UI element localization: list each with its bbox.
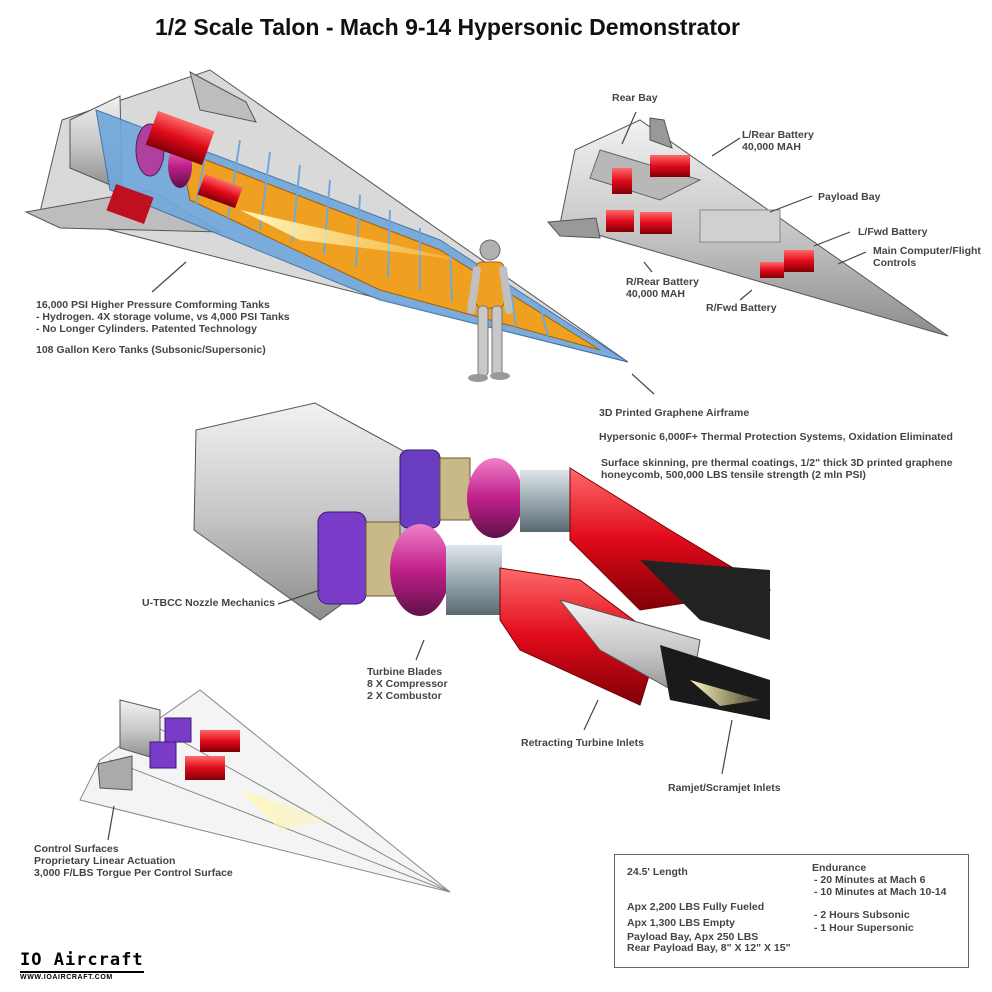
r-fwd-battery-label: R/Fwd Battery [706,302,777,314]
skinning-label: Surface skinning, pre thermal coatings, … [601,457,953,481]
bays-aircraft [546,117,949,337]
nozzle-label: U-TBCC Nozzle Mechanics [142,597,276,609]
wireframe-aircraft [79,689,451,893]
l-fwd-battery-label: L/Fwd Battery [858,226,928,238]
spec-fueled: Apx 2,200 LBS Fully Fueled [627,901,765,913]
ramjet-label: Ramjet/Scramjet Inlets [668,782,781,794]
main-computer-label: Main Computer/Flight Controls [873,245,981,269]
lower-engine [317,511,770,720]
spec-payload: Payload Bay, Apx 250 LBS [627,931,759,943]
leader-lines [107,111,867,841]
thermal-label: Hypersonic 6,000F+ Thermal Protection Sy… [599,431,953,443]
endurance-3: - 2 Hours Subsonic [814,909,910,921]
r-rear-battery-label: R/Rear Battery 40,000 MAH [626,276,699,300]
retracting-label: Retracting Turbine Inlets [521,737,644,749]
logo-name: IO Aircraft [20,950,144,970]
payload-bay-label: Payload Bay [818,191,881,203]
l-rear-battery-label: L/Rear Battery 40,000 MAH [742,129,814,153]
rear-bay-label: Rear Bay [612,92,658,104]
control-surfaces-label: Control Surfaces Proprietary Linear Actu… [34,843,233,879]
human-figure [467,239,513,382]
endurance-title: Endurance [812,862,867,874]
spec-rear-payload: Rear Payload Bay, 8" X 12" X 15" [627,942,791,954]
logo-url: WWW.IOAIRCRAFT.COM [20,971,144,981]
endurance-4: - 1 Hour Supersonic [814,922,914,934]
endurance-1: - 20 Minutes at Mach 6 [814,874,926,886]
upper-engine [399,449,772,640]
spec-length: 24.5' Length [627,866,688,878]
airframe-label: 3D Printed Graphene Airframe [599,407,750,419]
endurance-2: - 10 Minutes at Mach 10-14 [814,886,947,898]
spec-empty: Apx 1,300 LBS Empty [627,917,735,929]
kero-callout: 108 Gallon Kero Tanks (Subsonic/Superson… [36,344,266,356]
page-title: 1/2 Scale Talon - Mach 9-14 Hypersonic D… [155,14,740,40]
turbine-label: Turbine Blades 8 X Compressor 2 X Combus… [367,666,448,702]
engine-closeup [193,402,772,720]
spec-box [614,854,969,968]
tanks-callout: 16,000 PSI Higher Pressure Comforming Ta… [36,299,290,335]
io-aircraft-logo: IO Aircraft WWW.IOAIRCRAFT.COM [20,950,144,981]
